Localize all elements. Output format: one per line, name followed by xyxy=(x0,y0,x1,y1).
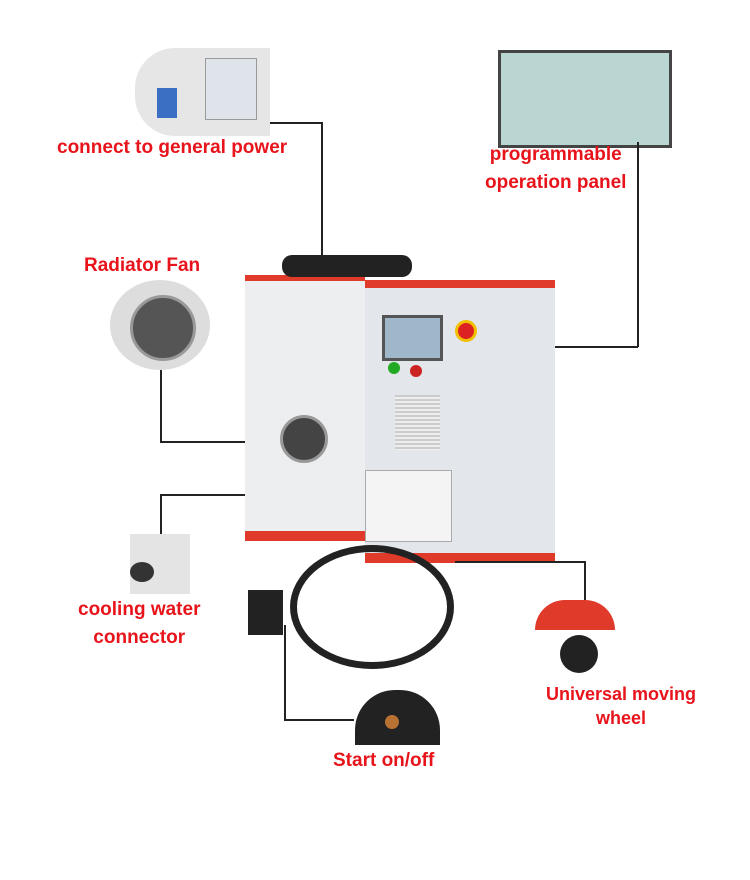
label-start-onoff: Start on/off xyxy=(333,750,435,771)
wheel-inset-image xyxy=(535,600,615,680)
output-box xyxy=(365,470,452,542)
fan-inset-image xyxy=(110,280,210,370)
hose-top xyxy=(282,255,412,277)
red-button xyxy=(410,365,422,377)
machine-fan xyxy=(280,415,328,463)
green-button xyxy=(388,362,400,374)
label-connect-power: connect to general power xyxy=(57,137,288,158)
power-inset-image xyxy=(135,48,270,136)
machine-left-cabinet xyxy=(245,275,365,541)
machine-vent xyxy=(395,395,440,450)
water-connector-inset-image xyxy=(130,534,190,594)
handheld-head xyxy=(248,590,283,635)
emergency-stop xyxy=(455,320,477,342)
control-screen xyxy=(382,315,443,361)
panel-inset-image xyxy=(498,50,672,148)
label-radiator-fan: Radiator Fan xyxy=(84,255,201,276)
output-hose xyxy=(290,545,454,669)
start-switch-inset-image xyxy=(355,690,440,745)
